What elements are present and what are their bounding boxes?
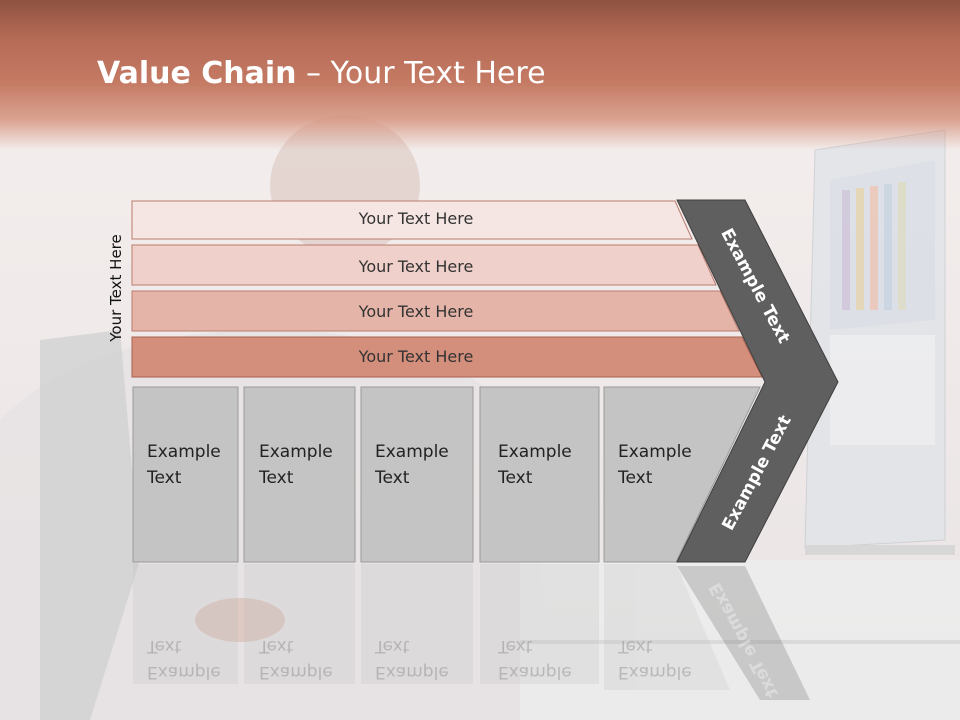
column-label-reflection-5: Example Text — [618, 636, 692, 682]
title-bold: Value Chain — [97, 56, 297, 91]
column-label-4: Example Text — [498, 442, 572, 488]
column-label-reflection-4: Example Text — [498, 636, 572, 682]
bar-4 — [131, 336, 763, 378]
bar-2 — [131, 244, 717, 286]
bar-3 — [131, 290, 740, 332]
bar-label-1: Your Text Here — [358, 209, 474, 228]
chevron-arrow — [676, 199, 839, 563]
chair — [40, 330, 140, 720]
column-label-reflection-1: Example Text — [147, 636, 221, 682]
bar-label-4: Your Text Here — [358, 347, 474, 366]
column-3 — [360, 386, 474, 563]
column-2 — [243, 386, 356, 563]
chevron-reflection — [677, 566, 810, 700]
header-band — [0, 0, 960, 150]
column-1 — [132, 386, 239, 563]
column-label-5: Example Text — [618, 442, 692, 488]
slide-title: Value Chain – Your Text Here — [97, 56, 546, 91]
column-5 — [603, 386, 761, 563]
monitor-shape — [804, 129, 955, 555]
column-label-1: Example Text — [147, 442, 221, 488]
column-4 — [479, 386, 600, 563]
bar-label-2: Your Text Here — [358, 257, 474, 276]
column-label-3: Example Text — [375, 442, 449, 488]
column-label-2: Example Text — [259, 442, 333, 488]
title-rest: – Your Text Here — [296, 56, 546, 91]
column-label-reflection-2: Example Text — [259, 636, 333, 682]
hand — [195, 598, 285, 642]
bar-label-3: Your Text Here — [358, 302, 474, 321]
column-label-reflection-3: Example Text — [375, 636, 449, 682]
bar-1 — [131, 200, 693, 240]
